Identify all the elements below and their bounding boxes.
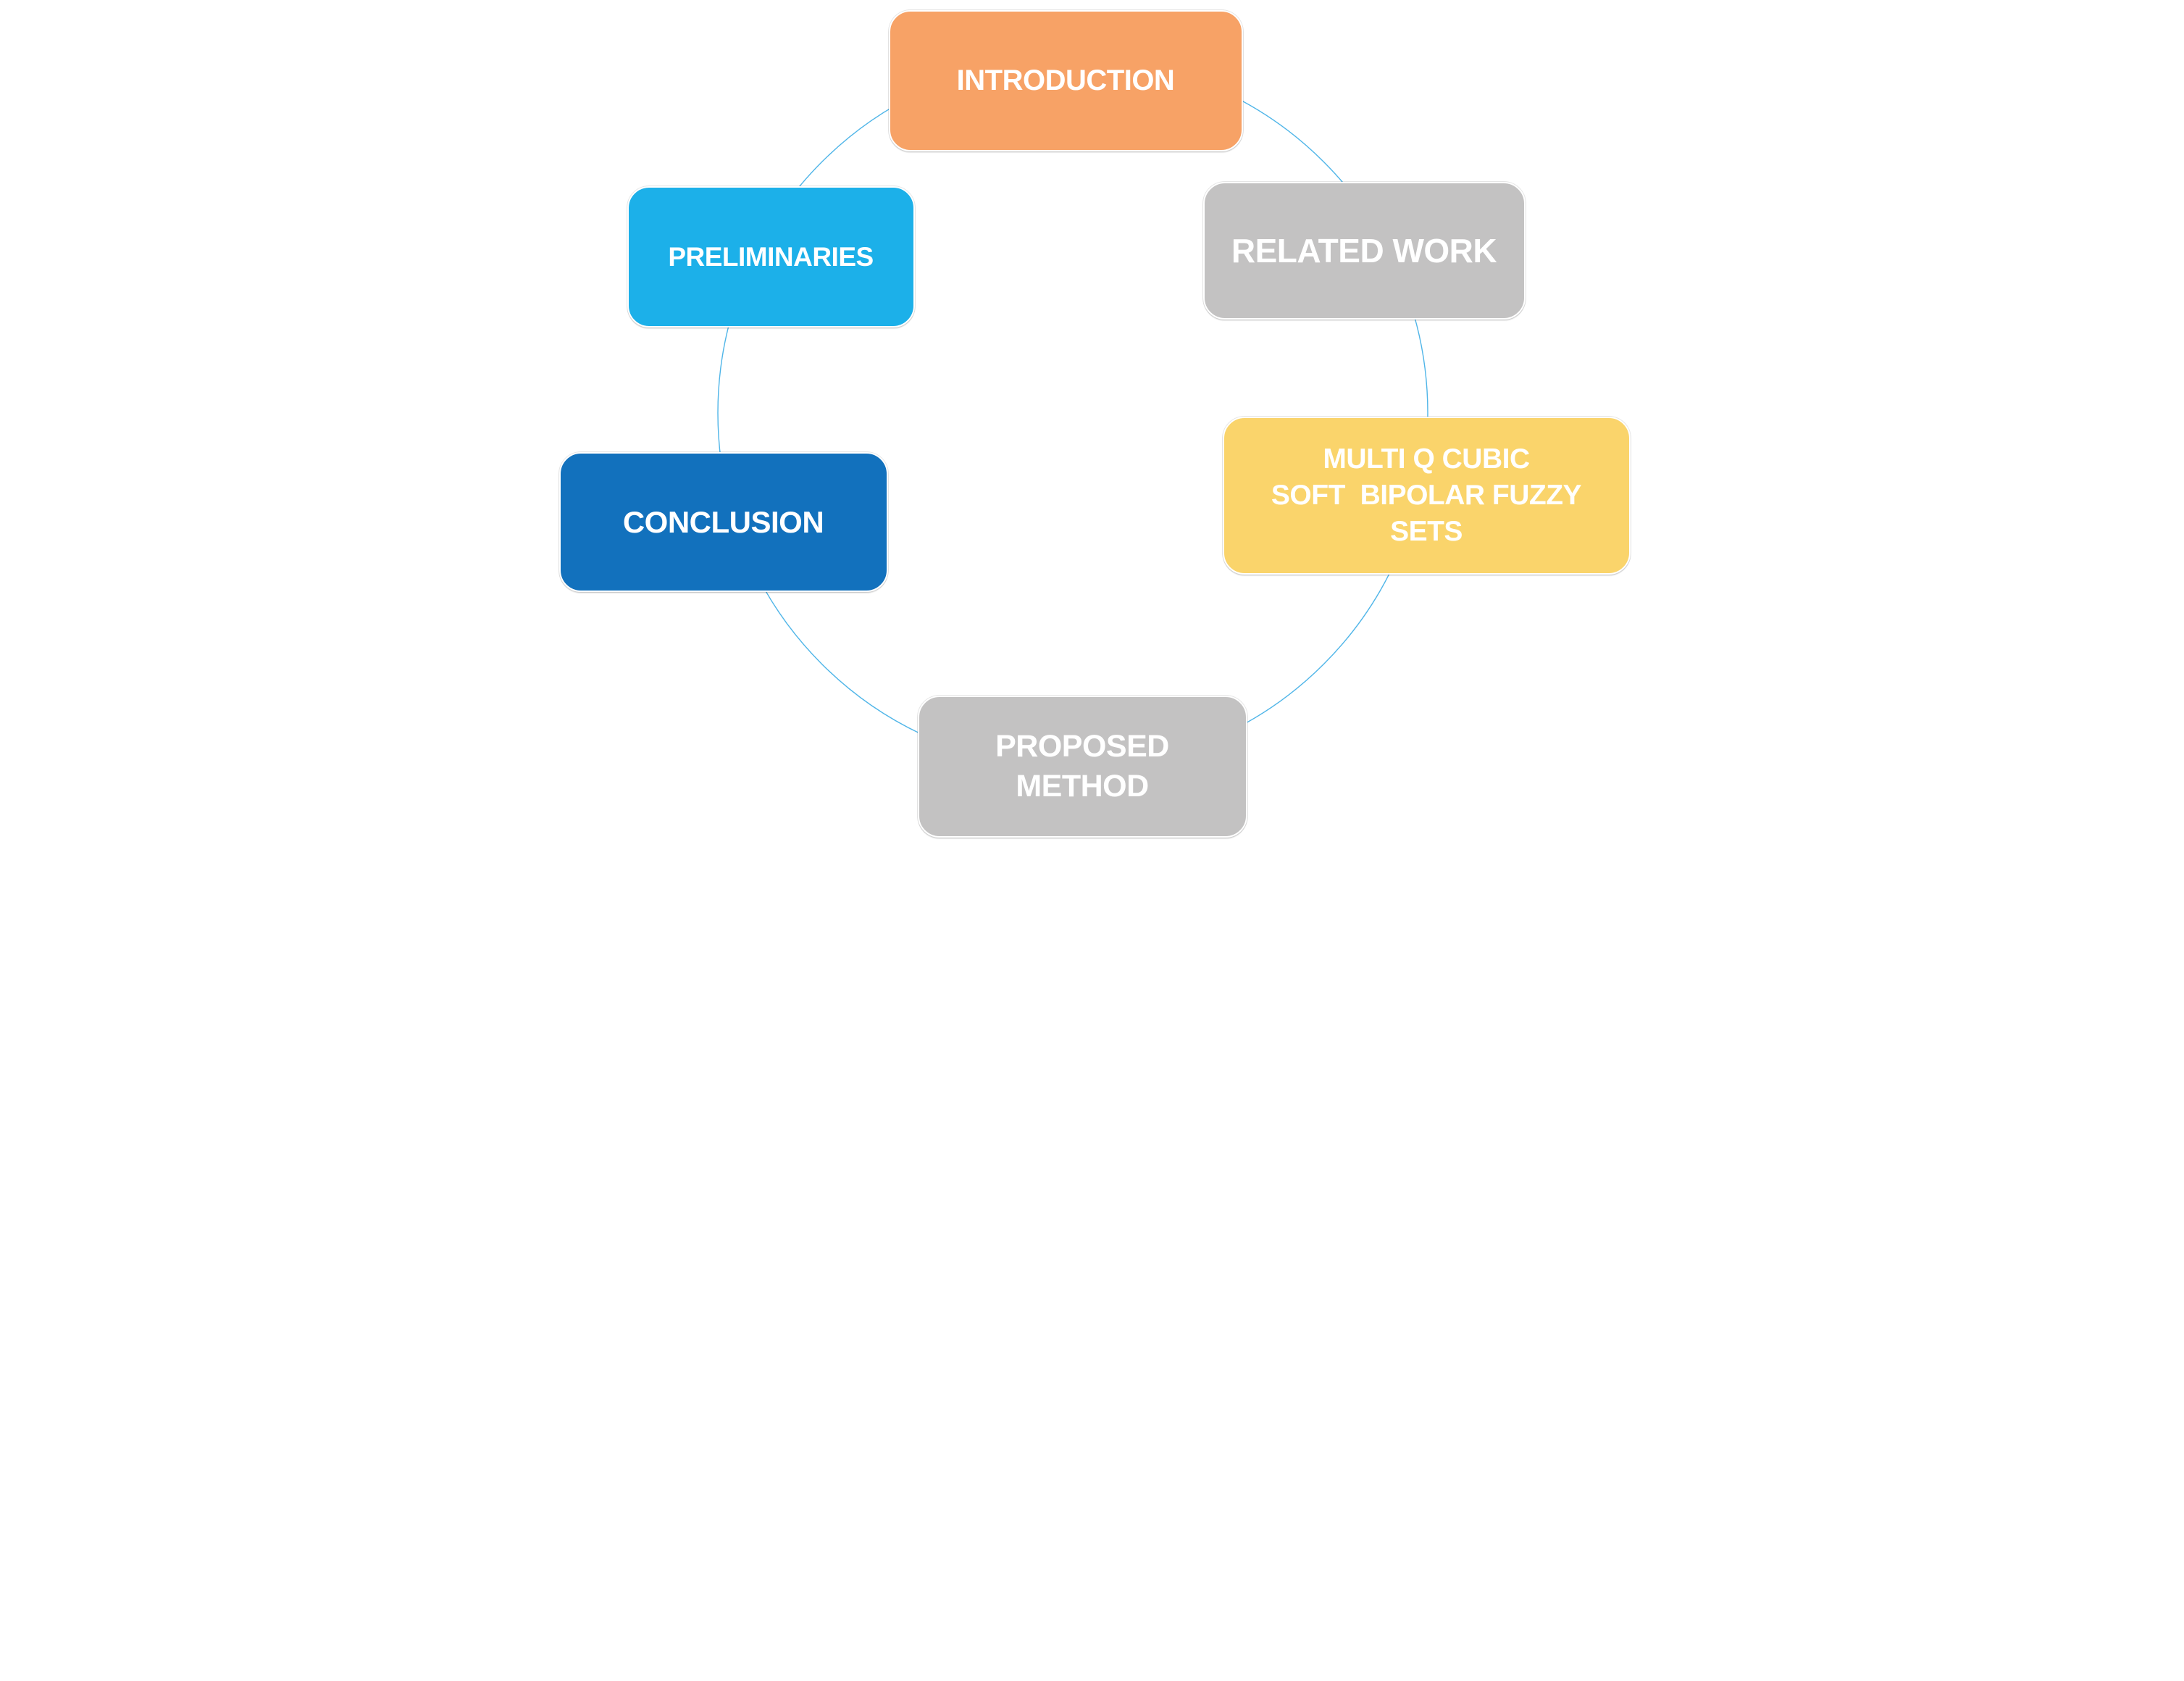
node-multi-q-cubic-soft-bipolar-fuzzy-sets: MULTI Q CUBIC SOFT BIPOLAR FUZZY SETS [1222, 417, 1631, 575]
node-related-work: RELATED WORK [1202, 182, 1526, 320]
node-proposed-method-label: PROPOSED METHOD [995, 728, 1169, 804]
node-multi-q-label: MULTI Q CUBIC SOFT BIPOLAR FUZZY SETS [1271, 443, 1582, 547]
node-introduction: INTRODUCTION [888, 10, 1243, 151]
node-preliminaries: PRELIMINARIES [627, 186, 915, 328]
node-related-work-label: RELATED WORK [1231, 231, 1497, 270]
cycle-diagram: INTRODUCTION RELATED WORK MULTI Q CUBIC … [545, 0, 1639, 840]
node-proposed-method: PROPOSED METHOD [917, 696, 1247, 838]
cycle-connector-circle [716, 57, 1428, 769]
node-conclusion: CONCLUSION [558, 452, 888, 592]
node-preliminaries-label: PRELIMINARIES [668, 241, 874, 272]
node-conclusion-label: CONCLUSION [622, 504, 824, 539]
node-introduction-label: INTRODUCTION [956, 64, 1175, 96]
